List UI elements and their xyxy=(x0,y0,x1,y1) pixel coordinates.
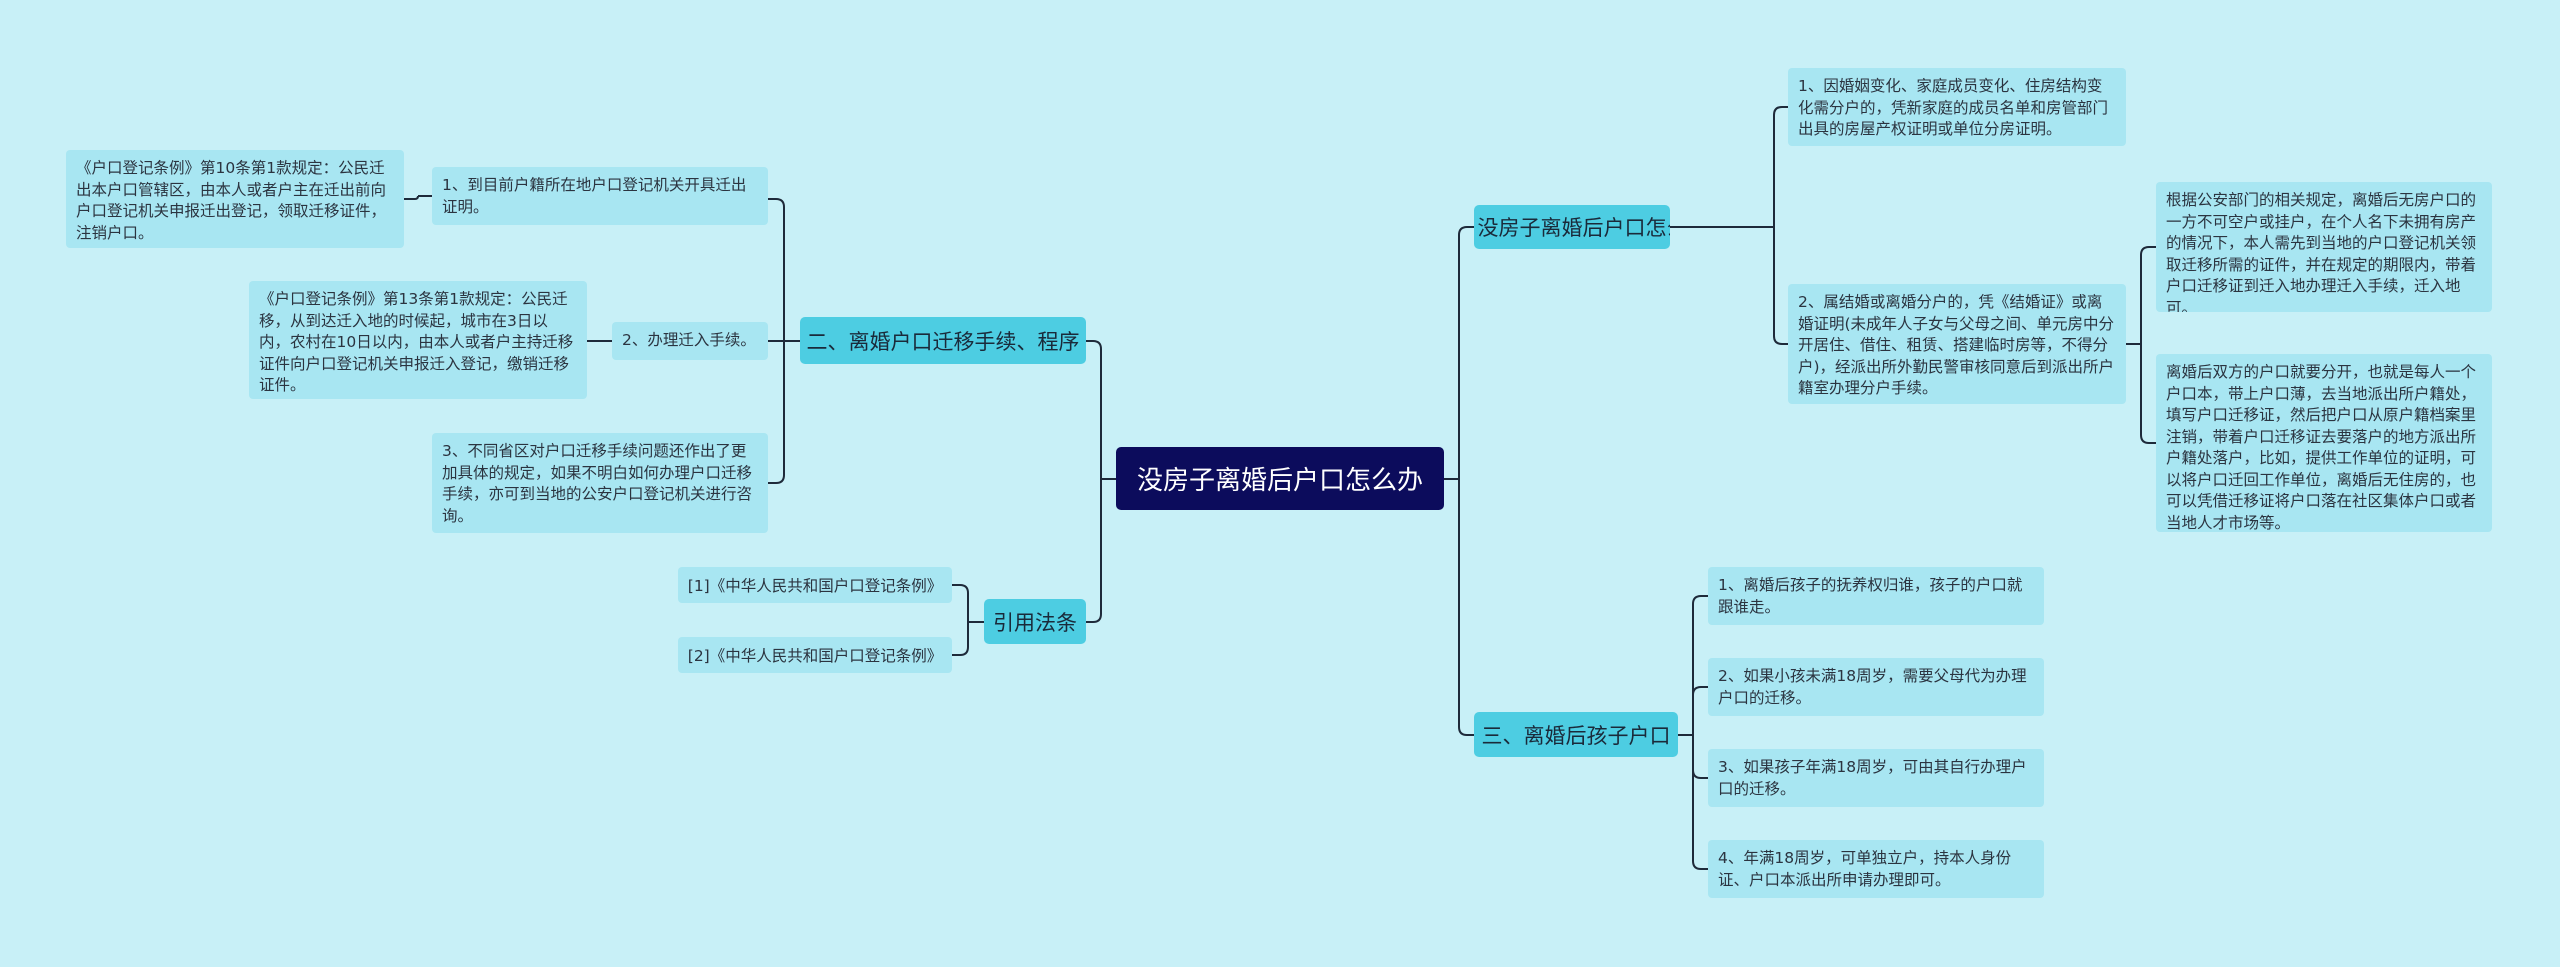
connector-root-right xyxy=(1444,226,1474,736)
b2-item-1[interactable]: 1、到目前户籍所在地户口登记机关开具迁出证明。 xyxy=(432,167,768,225)
connector-b1-items xyxy=(1670,106,1788,345)
b1-item-2-detail-2[interactable]: 离婚后双方的户口就要分开，也就是每人一个户口本，带上户口薄，去当地派出所户籍处，… xyxy=(2156,354,2492,532)
branch-no-house-hukou[interactable]: 一、没房子离婚后户口怎么办 xyxy=(1474,205,1670,249)
connector-b2-items xyxy=(768,198,800,484)
b4-item-1[interactable]: 1、离婚后孩子的抚养权归谁，孩子的户口就跟谁走。 xyxy=(1708,567,2044,625)
b1-item-1[interactable]: 1、因婚姻变化、家庭成员变化、住房结构变化需分户的，凭新家庭的成员名单和房管部门… xyxy=(1788,68,2126,146)
connector-root-left xyxy=(1086,340,1116,623)
connector-b4-items xyxy=(1678,595,1708,870)
b4-item-4[interactable]: 4、年满18周岁，可单独立户，持本人身份证、户口本派出所申请办理即可。 xyxy=(1708,840,2044,898)
b2-item-1-regulation[interactable]: 《户口登记条例》第10条第1款规定：公民迁出本户口管辖区，由本人或者户主在迁出前… xyxy=(66,150,404,248)
b2-item-3[interactable]: 3、不同省区对户口迁移手续问题还作出了更加具体的规定，如果不明白如何办理户口迁移… xyxy=(432,433,768,533)
cited-law-1[interactable]: [1]《中华人民共和国户口登记条例》 xyxy=(678,567,952,603)
connector-b1-details xyxy=(2126,246,2156,444)
b2-item-2-regulation[interactable]: 《户口登记条例》第13条第1款规定：公民迁移，从到达迁入地的时候起，城市在3日以… xyxy=(249,281,587,399)
connector-b3-items xyxy=(952,584,984,656)
cited-law-2[interactable]: [2]《中华人民共和国户口登记条例》 xyxy=(678,637,952,673)
b4-item-2[interactable]: 2、如果小孩未满18周岁，需要父母代为办理户口的迁移。 xyxy=(1708,658,2044,716)
b1-item-2-detail-1[interactable]: 根据公安部门的相关规定，离婚后无房户口的一方不可空户或挂户，在个人名下未拥有房产… xyxy=(2156,182,2492,312)
connector-b2-item1-regulation xyxy=(404,195,432,200)
branch-child-hukou[interactable]: 三、离婚后孩子户口 xyxy=(1474,712,1678,757)
b4-item-3[interactable]: 3、如果孩子年满18周岁，可由其自行办理户口的迁移。 xyxy=(1708,749,2044,807)
b2-item-2[interactable]: 2、办理迁入手续。 xyxy=(612,322,768,360)
root-topic[interactable]: 没房子离婚后户口怎么办 xyxy=(1116,447,1444,510)
branch-transfer-procedure[interactable]: 二、离婚户口迁移手续、程序 xyxy=(800,317,1086,364)
b1-item-2[interactable]: 2、属结婚或离婚分户的，凭《结婚证》或离婚证明(未成年人子女与父母之间、单元房中… xyxy=(1788,284,2126,404)
branch-cited-laws[interactable]: 引用法条 xyxy=(984,599,1086,644)
